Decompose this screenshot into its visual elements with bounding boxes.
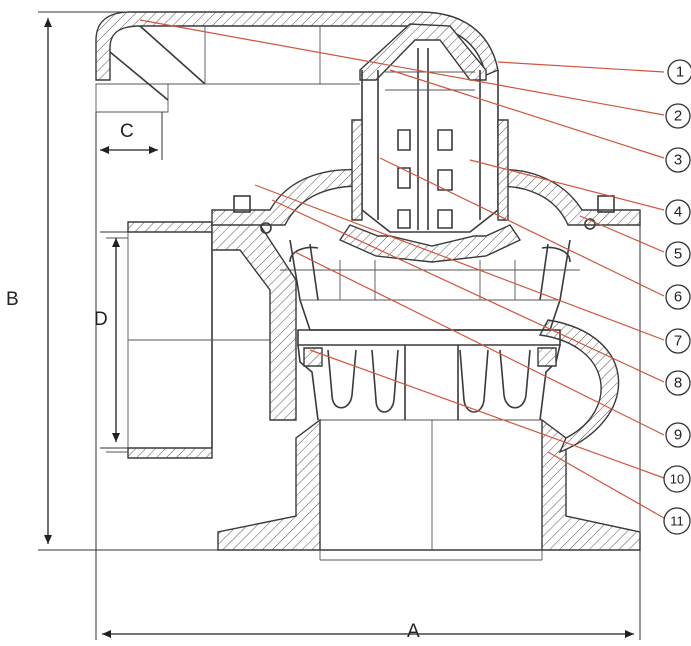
leader-9 bbox=[294, 251, 665, 436]
leader-6 bbox=[379, 157, 665, 297]
leader-4 bbox=[469, 159, 665, 211]
extension-lines bbox=[38, 11, 641, 640]
dimension-label-c: C bbox=[120, 121, 134, 142]
leader-1 bbox=[497, 61, 665, 73]
svg-text:6: 6 bbox=[674, 289, 682, 306]
dimension-label-a: A bbox=[407, 621, 420, 642]
svg-text:1: 1 bbox=[676, 64, 684, 81]
leader-lines bbox=[139, 19, 665, 519]
svg-text:9: 9 bbox=[674, 427, 682, 444]
svg-text:3: 3 bbox=[674, 152, 682, 169]
callout-9: 9 bbox=[665, 422, 691, 448]
callout-6: 6 bbox=[665, 284, 691, 310]
svg-text:10: 10 bbox=[670, 472, 684, 487]
callout-4: 4 bbox=[665, 199, 691, 225]
svg-text:8: 8 bbox=[674, 375, 682, 392]
upper-housing bbox=[95, 11, 499, 113]
leader-7 bbox=[254, 184, 665, 341]
leader-5 bbox=[579, 215, 665, 253]
svg-text:2: 2 bbox=[674, 108, 682, 125]
leader-8 bbox=[271, 199, 665, 383]
leader-3 bbox=[389, 69, 665, 159]
leader-11 bbox=[547, 451, 665, 519]
callout-11: 11 bbox=[663, 507, 691, 535]
dimension-label-d: D bbox=[94, 309, 108, 330]
callout-3: 3 bbox=[665, 147, 691, 173]
svg-text:4: 4 bbox=[674, 204, 682, 221]
callout-5: 5 bbox=[665, 241, 691, 267]
svg-text:7: 7 bbox=[674, 333, 682, 350]
svg-text:11: 11 bbox=[670, 514, 684, 529]
leader-10 bbox=[309, 349, 665, 479]
body-right-bulge bbox=[538, 319, 620, 454]
callout-1: 1 bbox=[667, 59, 691, 85]
leader-2 bbox=[139, 19, 665, 116]
side-outlet-pipe bbox=[106, 221, 297, 459]
callout-7: 7 bbox=[665, 328, 691, 354]
svg-text:5: 5 bbox=[674, 246, 682, 263]
lower-plug bbox=[297, 329, 561, 421]
callout-10: 10 bbox=[663, 465, 691, 493]
dimension-label-b: B bbox=[6, 289, 19, 310]
callout-8: 8 bbox=[665, 370, 691, 396]
callout-2: 2 bbox=[665, 103, 691, 129]
